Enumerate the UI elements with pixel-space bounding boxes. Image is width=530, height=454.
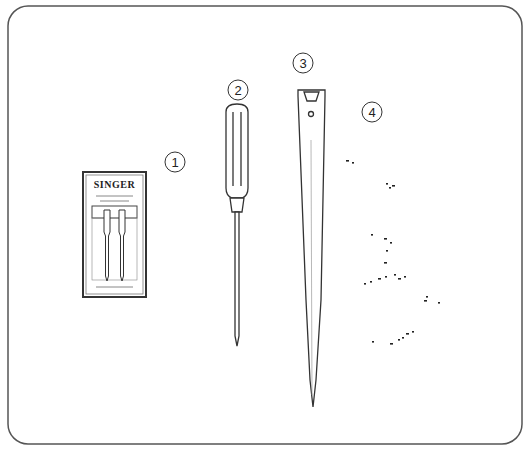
part-dot [394, 274, 396, 276]
part-dot [404, 276, 406, 278]
seam-ripper [298, 90, 325, 407]
part-dot [390, 242, 392, 244]
part-dot [402, 337, 404, 339]
callout-number: 4 [368, 106, 375, 119]
part-dot [424, 300, 427, 302]
part-dot [371, 234, 373, 236]
part-dot [406, 333, 409, 335]
part-dot [392, 185, 395, 187]
callout-number: 3 [299, 57, 306, 70]
part-dot [378, 278, 381, 280]
part-dot [352, 162, 354, 164]
part-dot [386, 183, 388, 185]
part-dot [398, 278, 401, 280]
part-dot [384, 238, 387, 240]
screwdriver [226, 104, 248, 346]
part-dot [389, 187, 391, 189]
part-dot [370, 281, 372, 283]
small-parts [346, 160, 440, 345]
callout-number: 1 [171, 156, 178, 169]
part-dot [384, 262, 387, 264]
part-dot [346, 160, 349, 162]
part-dot [390, 343, 393, 345]
part-dot [372, 341, 374, 343]
callout-circles [165, 53, 382, 172]
needle-package [83, 172, 146, 297]
callout-number: 2 [234, 84, 241, 97]
part-dot [386, 250, 388, 252]
part-dot [398, 339, 400, 341]
part-dot [426, 296, 428, 298]
part-dot [385, 276, 387, 278]
part-dot [438, 302, 440, 304]
frame [8, 6, 522, 444]
part-dot [412, 331, 414, 333]
brand-name: SINGER [94, 180, 135, 190]
part-dot [364, 283, 366, 285]
